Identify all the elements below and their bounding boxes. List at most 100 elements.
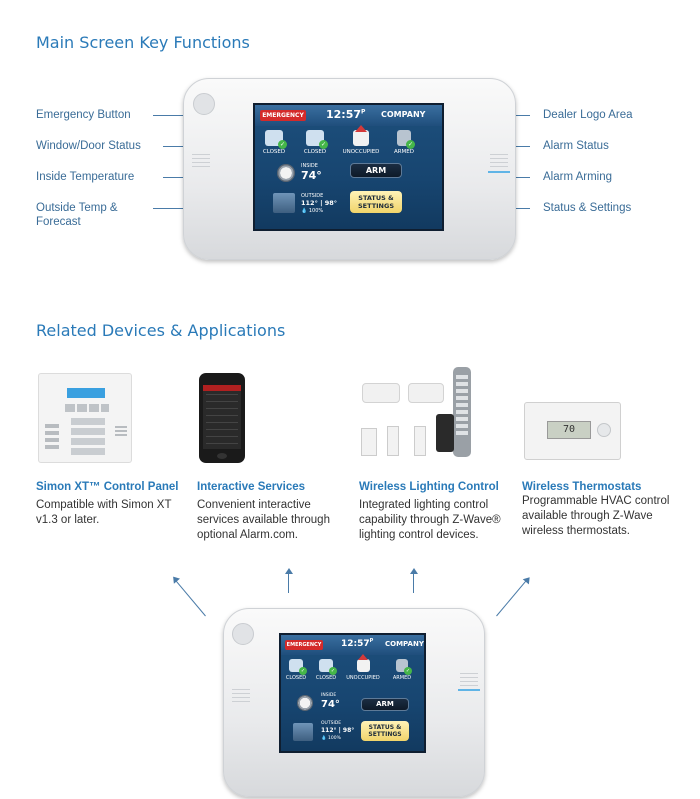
- check-icon: ✓: [406, 140, 415, 149]
- status-settings-button[interactable]: STATUS & SETTINGS: [361, 721, 409, 741]
- panel-speaker: [115, 426, 127, 438]
- door-icon: ✓: [306, 130, 328, 149]
- status-led: [488, 171, 510, 173]
- thermometer-gauge-icon: [297, 695, 313, 711]
- window-icon: ✓: [289, 659, 307, 675]
- panel-speaker: [45, 424, 59, 450]
- arrow-up-right: [496, 580, 527, 617]
- thermostat-image: 70: [524, 402, 621, 460]
- ge-logo-icon: [193, 93, 215, 115]
- check-icon: ✓: [329, 667, 337, 675]
- arrow-up: [284, 568, 293, 593]
- device-title-wireless-lighting: Wireless Lighting Control: [359, 481, 499, 493]
- status-label: ARMED: [392, 675, 412, 681]
- speaker-vent: [192, 154, 210, 170]
- screen-display-secondary: EMERGENCY 12:57P COMPANY ✓ CLOSED ✓ CLOS…: [279, 633, 426, 753]
- door-icon: ✓: [319, 659, 337, 675]
- arm-button[interactable]: ARM: [361, 698, 409, 711]
- inside-label: INSIDE: [321, 693, 337, 698]
- device-desc-wireless-lighting: Integrated lighting control capability t…: [359, 498, 501, 543]
- occupancy-status[interactable]: UNOCCUPIED: [340, 125, 382, 155]
- lighting-module-image: [362, 383, 400, 403]
- remote-control-image: [453, 367, 471, 457]
- callout-emergency-button: Emergency Button: [36, 109, 131, 121]
- window-door-status-2[interactable]: ✓ CLOSED: [313, 659, 339, 681]
- outside-humidity: 💧 100%: [321, 736, 341, 741]
- status-label: UNOCCUPIED: [342, 149, 380, 155]
- desc-line: optional Alarm.com.: [197, 529, 298, 541]
- dealer-logo-area: COMPANY: [381, 110, 426, 119]
- callout-window-door-status: Window/Door Status: [36, 140, 141, 152]
- callout-forecast: Forecast: [36, 216, 81, 228]
- arrow-up-left: [175, 580, 206, 617]
- window-door-status-1[interactable]: ✓ CLOSED: [260, 130, 288, 155]
- weather-forecast-icon[interactable]: [273, 193, 295, 213]
- window-door-status-1[interactable]: ✓ CLOSED: [283, 659, 309, 681]
- weather-forecast-icon[interactable]: [293, 723, 313, 741]
- house-icon: [356, 654, 370, 672]
- callout-inside-temperature: Inside Temperature: [36, 171, 135, 183]
- alarm-status[interactable]: ✓ ARMED: [389, 659, 415, 681]
- window-door-status-2[interactable]: ✓ CLOSED: [301, 130, 329, 155]
- desc-line: Integrated lighting control: [359, 499, 489, 511]
- status-button-line2: SETTINGS: [368, 731, 402, 738]
- inside-temperature: 74°: [301, 169, 322, 182]
- check-icon: ✓: [404, 667, 412, 675]
- device-title-simon-xt: Simon XT™ Control Panel: [36, 481, 179, 493]
- outside-humidity: 💧 100%: [301, 208, 324, 214]
- thermometer-gauge-icon: [277, 164, 295, 182]
- inside-temperature: 74°: [321, 699, 340, 710]
- smartphone-image: [199, 373, 245, 463]
- status-button-line1: STATUS &: [368, 724, 402, 731]
- wall-outlet-image: [361, 428, 377, 456]
- speaker-vent: [490, 154, 508, 170]
- callout-dealer-logo-area: Dealer Logo Area: [543, 109, 633, 121]
- status-settings-button[interactable]: STATUS & SETTINGS: [350, 191, 402, 213]
- device-desc-wireless-thermostats: Programmable HVAC control available thro…: [522, 494, 669, 539]
- callout-outside-temp: Outside Temp &: [36, 202, 118, 214]
- clock-display: 12:57P: [341, 638, 374, 649]
- emergency-button[interactable]: EMERGENCY: [285, 640, 323, 650]
- speaker-vent: [232, 689, 250, 705]
- desc-line: Compatible with Simon XT: [36, 499, 172, 511]
- house-icon: [353, 125, 369, 146]
- outside-temperature: 112° | 98°: [321, 727, 355, 734]
- wall-switch-image: [387, 426, 399, 456]
- status-label: ARMED: [393, 149, 415, 155]
- simon-xt-panel-image: [38, 373, 132, 463]
- desc-line: available through Z-Wave: [522, 510, 653, 522]
- clock-display: 12:57P: [326, 108, 366, 121]
- desc-line: wireless thermostats.: [522, 525, 631, 537]
- screen-display: EMERGENCY 12:57P COMPANY ✓ CLOSED ✓ CLOS…: [253, 103, 444, 231]
- outside-label: OUTSIDE: [301, 193, 324, 199]
- callout-alarm-status: Alarm Status: [543, 140, 609, 152]
- plug-in-module-image: [436, 414, 454, 452]
- arrow-up: [409, 568, 418, 593]
- check-icon: ✓: [319, 140, 328, 149]
- check-icon: ✓: [299, 667, 307, 675]
- status-label: UNOCCUPIED: [346, 675, 380, 681]
- lock-icon: ✓: [396, 659, 412, 675]
- speaker-vent: [460, 673, 478, 689]
- inside-label: INSIDE: [301, 163, 318, 169]
- desc-line: Convenient interactive: [197, 499, 311, 511]
- device-title-wireless-thermostats: Wireless Thermostats: [522, 481, 642, 493]
- panel-display: [67, 388, 105, 398]
- callout-alarm-arming: Alarm Arming: [543, 171, 613, 183]
- outside-temperature: 112° | 98°: [301, 199, 338, 207]
- status-button-line2: SETTINGS: [357, 202, 394, 210]
- panel-keypad: [71, 418, 105, 456]
- touchscreen-device-secondary: EMERGENCY 12:57P COMPANY ✓ CLOSED ✓ CLOS…: [223, 608, 485, 797]
- wall-switch-image: [414, 426, 426, 456]
- device-desc-interactive-services: Convenient interactive services availabl…: [197, 498, 330, 543]
- panel-buttons-row: [65, 404, 109, 412]
- ge-logo-icon: [232, 623, 254, 645]
- arm-button[interactable]: ARM: [350, 163, 402, 178]
- callout-status-settings: Status & Settings: [543, 202, 632, 214]
- home-button: [217, 453, 227, 459]
- related-section-title: Related Devices & Applications: [36, 321, 286, 340]
- alarm-status[interactable]: ✓ ARMED: [390, 130, 418, 155]
- device-desc-simon-xt: Compatible with Simon XT v1.3 or later.: [36, 498, 172, 528]
- emergency-button[interactable]: EMERGENCY: [260, 110, 306, 121]
- occupancy-status[interactable]: UNOCCUPIED: [343, 654, 383, 681]
